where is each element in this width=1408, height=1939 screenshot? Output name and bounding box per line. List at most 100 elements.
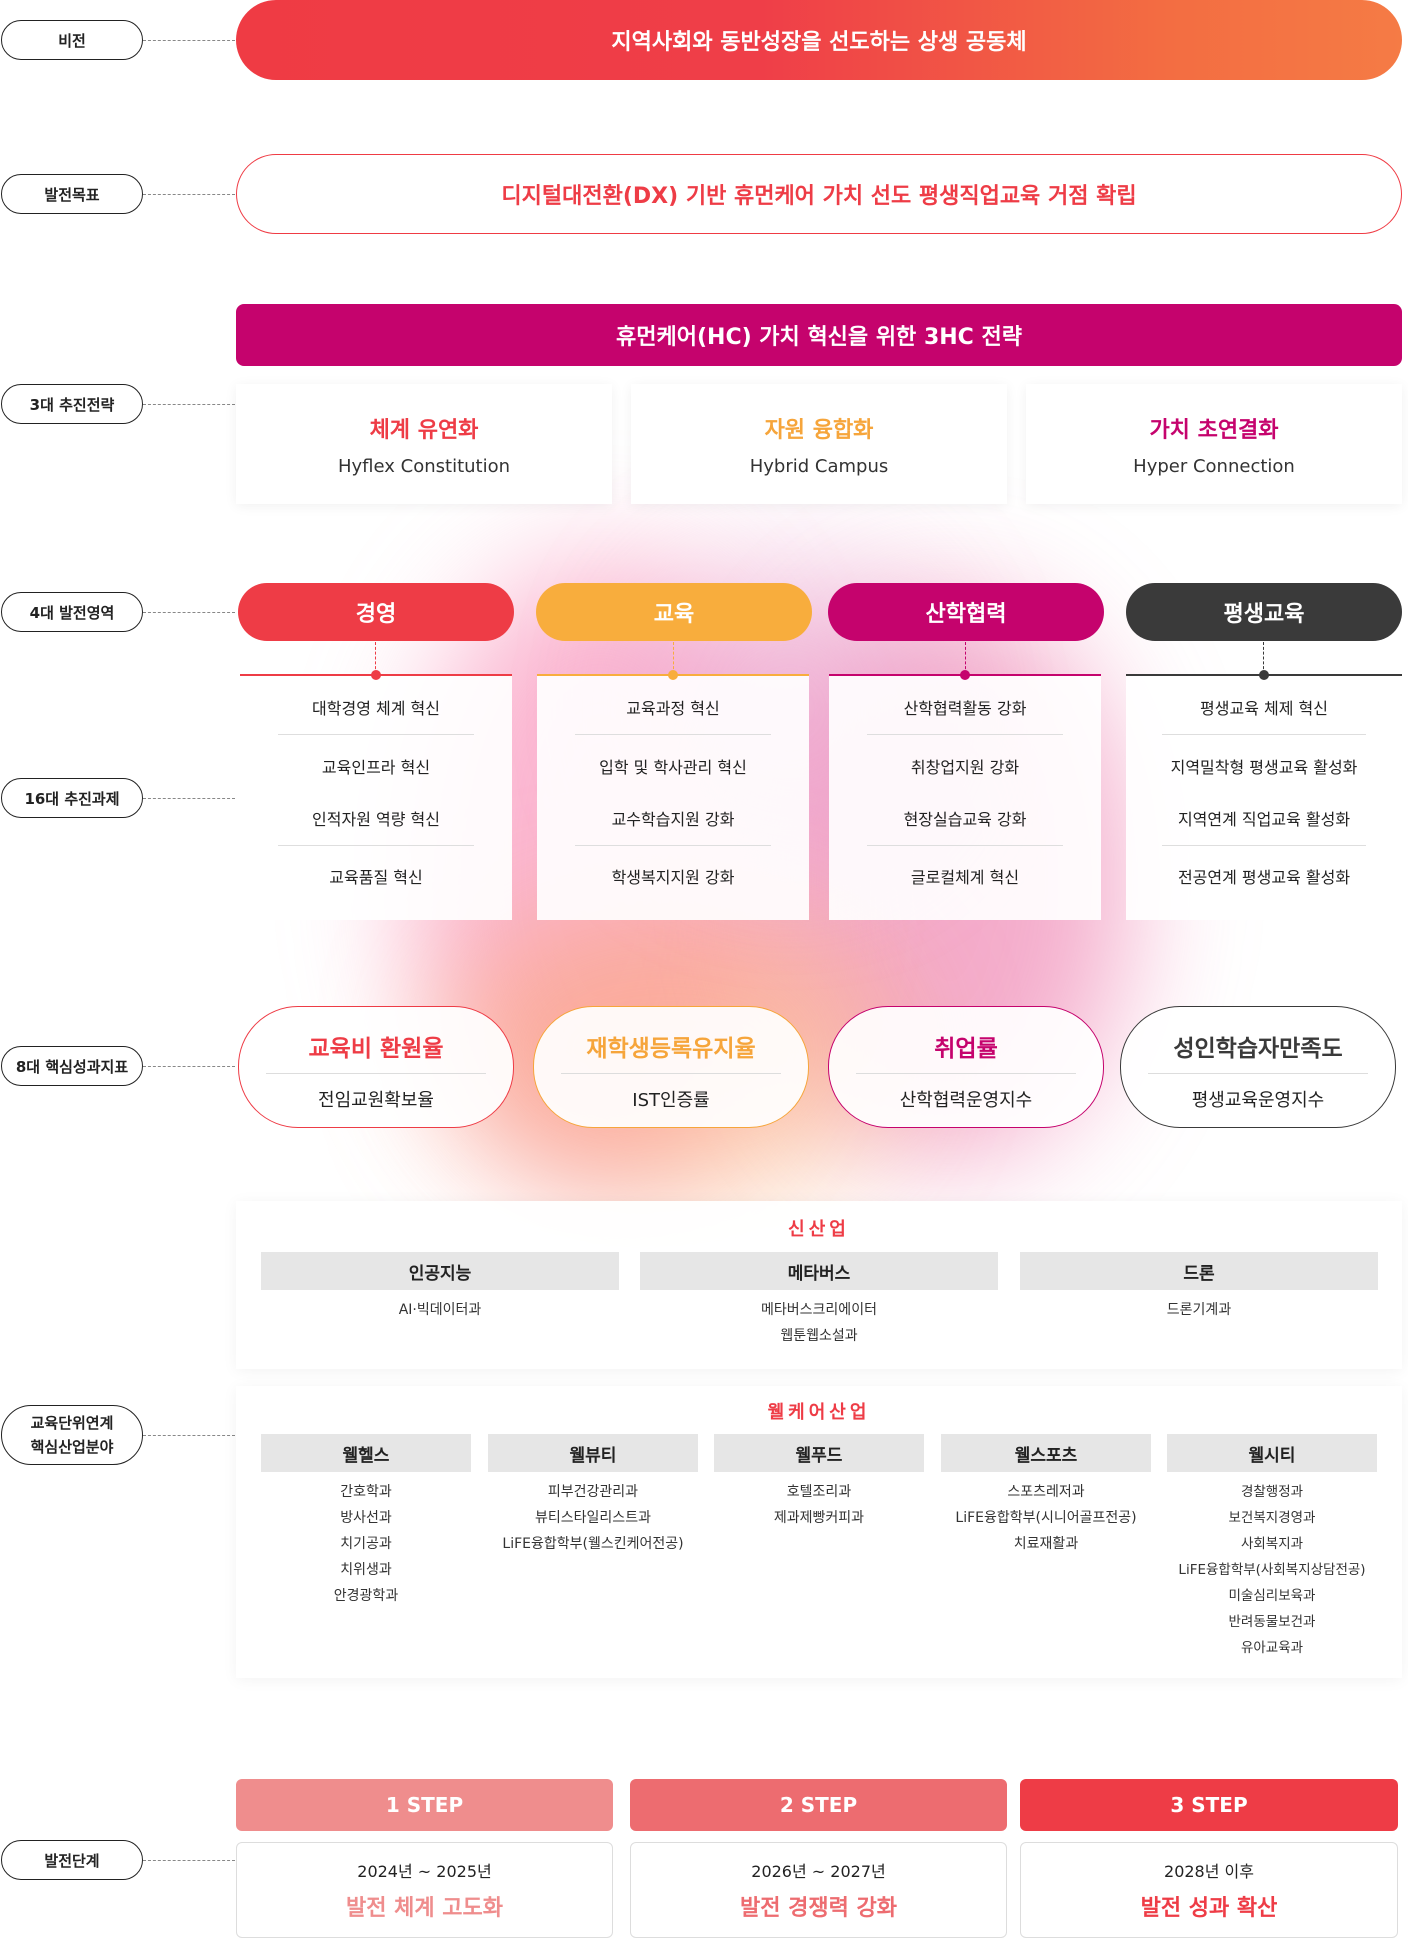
divider: [1148, 1073, 1368, 1074]
step-goal: 발전 성과 확산: [1140, 1896, 1278, 1921]
step-years: 2028년 이후: [1164, 1862, 1254, 1881]
domain-management: 경영: [238, 583, 514, 641]
connector: [143, 612, 235, 613]
step-card: 2024년 ~ 2025년 발전 체계 고도화: [236, 1842, 613, 1938]
step-years: 2026년 ~ 2027년: [751, 1862, 886, 1881]
industry-header: 인공지능: [261, 1252, 619, 1290]
connector-dot: [1259, 670, 1269, 680]
major-item: 치료재활과: [1013, 1536, 1079, 1552]
major-item: AI·빅데이터과: [398, 1302, 482, 1318]
major-item: 피부건강관리과: [547, 1484, 639, 1500]
kpi-card: 성인학습자만족도 평생교육운영지수: [1120, 1006, 1396, 1128]
major-item: 뷰티스타일리스트과: [535, 1510, 651, 1526]
step-card: 2028년 이후 발전 성과 확산: [1020, 1842, 1398, 1938]
kpi-sub: 전임교원확보율: [318, 1090, 434, 1111]
task-item: 입학 및 학사관리 혁신: [599, 757, 747, 777]
connector: [143, 40, 235, 41]
major-list: 스포츠레저과 LiFE융합학부(시니어골프전공) 치료재활과: [911, 1479, 1181, 1557]
divider: [266, 1073, 486, 1074]
label-goal: 발전목표: [1, 174, 143, 214]
major-item: 치기공과: [340, 1536, 392, 1552]
industry-header: 메타버스: [640, 1252, 998, 1290]
connector: [375, 642, 376, 674]
connector: [143, 1435, 235, 1436]
strategy-card: 가치 초연결화 Hyper Connection: [1026, 384, 1402, 504]
connector: [143, 404, 235, 405]
major-item: 유아교육과: [1240, 1640, 1304, 1656]
task-item: 인적자원 역량 혁신: [278, 791, 474, 846]
connector: [143, 1860, 235, 1861]
major-list: AI·빅데이터과: [261, 1297, 619, 1323]
task-item: 교육품질 혁신: [329, 867, 423, 887]
label-industry: 교육단위연계 핵심산업분야: [1, 1405, 143, 1465]
task-item: 교육인프라 혁신: [321, 757, 431, 777]
task-item: 학생복지지원 강화: [611, 867, 735, 887]
label-industry-line1: 교육단위연계: [30, 1414, 114, 1432]
strategy-title: 자원 융합화: [764, 417, 874, 443]
divider: [561, 1073, 781, 1074]
major-list: 간호학과 방사선과 치기공과 치위생과 안경광학과: [261, 1479, 471, 1609]
kpi-main: 교육비 환원율: [308, 1036, 444, 1062]
task-column: 교육과정 혁신 입학 및 학사관리 혁신 교수학습지원 강화 학생복지지원 강화: [537, 670, 809, 920]
connector: [965, 642, 966, 674]
vision-banner: 지역사회와 동반성장을 선도하는 상생 공동체: [236, 0, 1402, 80]
strategy-title: 체계 유연화: [369, 417, 479, 443]
kpi-sub: 평생교육운영지수: [1191, 1090, 1325, 1111]
domain-education: 교육: [536, 583, 812, 641]
task-column: 대학경영 체계 혁신 교육인프라 혁신 인적자원 역량 혁신 교육품질 혁신: [240, 670, 512, 920]
major-item: 사회복지과: [1240, 1536, 1304, 1552]
connector: [143, 194, 235, 195]
new-industry-panel: 신산업 인공지능 메타버스 드론 AI·빅데이터과 메타버스크리에이터 웹툰웹소…: [236, 1201, 1402, 1369]
major-item: 미술심리보육과: [1228, 1588, 1316, 1604]
wellcare-industry-panel: 웰케어산업 웰헬스 웰뷰티 웰푸드 웰스포츠 웰시티 간호학과 방사선과 치기공…: [236, 1386, 1402, 1678]
major-item: LiFE융합학부(사회복지상담전공): [1178, 1562, 1366, 1578]
major-item: 드론기계과: [1166, 1302, 1232, 1318]
label-strategy: 3대 추진전략: [1, 384, 143, 424]
major-item: 경찰행정과: [1240, 1484, 1304, 1500]
major-item: 치위생과: [340, 1562, 392, 1578]
major-item: 제과제빵커피과: [773, 1510, 865, 1526]
major-item: 보건복지경영과: [1228, 1510, 1316, 1526]
label-kpi: 8대 핵심성과지표: [1, 1046, 143, 1086]
major-item: 메타버스크리에이터: [761, 1302, 877, 1318]
task-column: 평생교육 체제 혁신 지역밀착형 평생교육 활성화 지역연계 직업교육 활성화 …: [1126, 670, 1402, 920]
kpi-main: 취업률: [934, 1036, 998, 1062]
label-industry-line2: 핵심산업분야: [30, 1438, 114, 1456]
major-item: 간호학과: [340, 1484, 392, 1500]
label-domains: 4대 발전영역: [1, 592, 143, 632]
task-item: 전공연계 평생교육 활성화: [1177, 867, 1351, 887]
major-item: 호텔조리과: [786, 1484, 852, 1500]
task-item: 교육과정 혁신: [575, 680, 771, 735]
task-item: 글로컬체계 혁신: [910, 867, 1020, 887]
major-item: 스포츠레저과: [1007, 1484, 1085, 1500]
strategy-subtitle: Hyflex Constitution: [337, 455, 511, 477]
connector-dot: [668, 670, 678, 680]
label-tasks: 16대 추진과제: [1, 778, 143, 818]
connector: [143, 798, 235, 799]
divider: [856, 1073, 1076, 1074]
major-item: 웹툰웹소설과: [780, 1328, 858, 1344]
strategy-subtitle: Hyper Connection: [1133, 455, 1295, 477]
task-item: 취창업지원 강화: [910, 757, 1020, 777]
task-item: 현장실습교육 강화: [867, 791, 1063, 846]
kpi-sub: 산학협력운영지수: [899, 1090, 1033, 1111]
strategy-card: 자원 융합화 Hybrid Campus: [631, 384, 1007, 504]
connector: [143, 1066, 235, 1067]
major-item: LiFE융합학부(웰스킨케어전공): [502, 1536, 684, 1552]
task-item: 교수학습지원 강화: [575, 791, 771, 846]
step-card: 2026년 ~ 2027년 발전 경쟁력 강화: [630, 1842, 1007, 1938]
kpi-card: 재학생등록유지율 IST인증률: [533, 1006, 809, 1128]
domain-industry-cooperation: 산학협력: [828, 583, 1104, 641]
task-item: 지역밀착형 평생교육 활성화: [1170, 757, 1358, 777]
strategy-subtitle: Hybrid Campus: [749, 455, 889, 477]
connector-dot: [960, 670, 970, 680]
kpi-main: 성인학습자만족도: [1173, 1036, 1343, 1062]
major-item: 안경광학과: [333, 1588, 399, 1604]
connector: [673, 642, 674, 674]
major-list: 메타버스크리에이터 웹툰웹소설과: [640, 1297, 998, 1349]
industry-header: 웰스포츠: [941, 1434, 1151, 1472]
label-vision: 비전: [1, 20, 143, 60]
kpi-card: 취업률 산학협력운영지수: [828, 1006, 1104, 1128]
panel-title: 신산업: [788, 1219, 850, 1240]
industry-header: 웰뷰티: [488, 1434, 698, 1472]
